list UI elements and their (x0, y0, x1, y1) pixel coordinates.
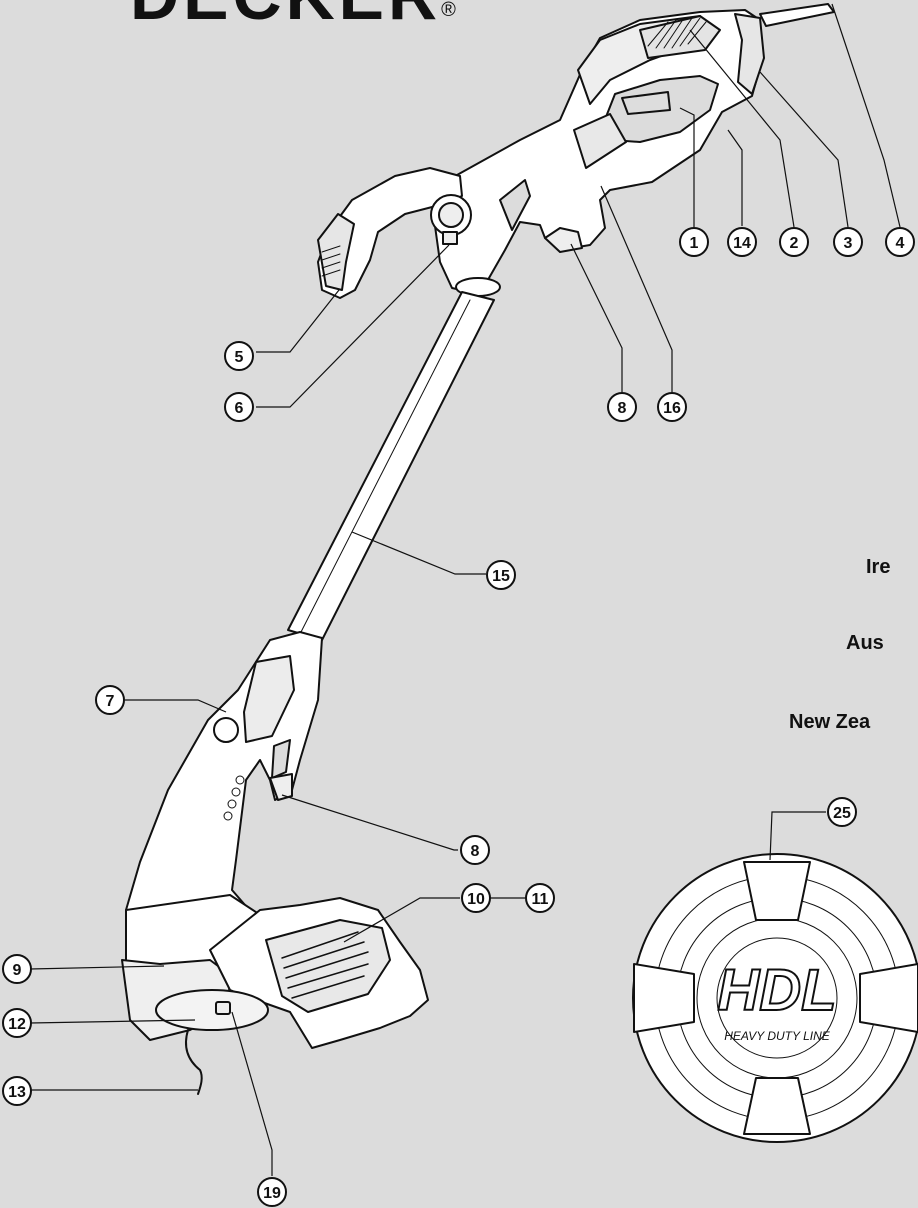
callout-4-label: 4 (896, 235, 905, 252)
brand-logo: DECKER® (130, 0, 456, 30)
spool-tab-top (743, 861, 811, 921)
callout-1-label: 1 (690, 235, 699, 252)
auxiliary-handle (317, 167, 463, 299)
callout-8-bottom-label: 8 (471, 843, 480, 860)
callout-19-label: 19 (263, 1185, 281, 1202)
callout-2 (779, 227, 809, 257)
spool-tab-right (859, 963, 918, 1033)
callout-3-label: 3 (844, 235, 853, 252)
callout-19 (257, 1177, 287, 1207)
country-new-zealand: New Zea (789, 711, 871, 733)
callout-7-label: 7 (106, 693, 115, 710)
handle-vent (573, 113, 627, 169)
country-ireland: Ire (866, 556, 891, 578)
callout-25 (827, 797, 857, 827)
handle-end-cap (734, 13, 765, 95)
cord-retainer-hook (544, 227, 583, 253)
callout-15-label: 15 (492, 568, 510, 585)
callout-5 (224, 341, 254, 371)
callout-4 (885, 227, 915, 257)
hdl-spool-illustration (632, 853, 918, 1143)
callout-10-label: 10 (467, 891, 485, 908)
callout-15 (486, 560, 516, 590)
power-cord (759, 3, 835, 27)
spool-tab-bottom (743, 1077, 811, 1135)
callout-16 (657, 392, 687, 422)
callout-1 (679, 227, 709, 257)
spool-logo: HDL (717, 958, 836, 1023)
callout-9 (2, 954, 32, 984)
callout-12 (2, 1008, 32, 1038)
callout-16-label: 16 (663, 400, 681, 417)
trigger-switch (621, 91, 671, 115)
callout-8-top (607, 392, 637, 422)
brand-name: DECKER (130, 0, 441, 34)
lower-hook (269, 773, 293, 801)
callout-5-label: 5 (235, 349, 244, 366)
lower-handle-slot (271, 739, 291, 779)
callout-13 (2, 1076, 32, 1106)
country-australia: Aus (846, 632, 884, 654)
callout-14-label: 14 (733, 235, 751, 252)
spool-tab-left (633, 963, 695, 1033)
spool-subtitle: HEAVY DUTY LINE (724, 1029, 831, 1043)
callout-6 (224, 392, 254, 422)
handle-inner-slot (499, 179, 531, 231)
auxiliary-handle-grip (317, 213, 355, 291)
lower-handle-window (243, 655, 295, 743)
callout-6-label: 6 (235, 400, 244, 417)
callout-8-bottom (460, 835, 490, 865)
callout-8-top-label: 8 (618, 400, 627, 417)
callout-7 (95, 685, 125, 715)
side-button (213, 717, 239, 743)
callout-3 (833, 227, 863, 257)
callout-14 (727, 227, 757, 257)
callout-11-label: 11 (532, 891, 549, 908)
cutting-line (184, 1029, 203, 1095)
registered-mark: ® (441, 0, 456, 21)
callout-9-label: 9 (13, 962, 22, 979)
callout-12-label: 12 (8, 1016, 26, 1033)
callout-13-label: 13 (8, 1084, 26, 1101)
callout-2-label: 2 (790, 235, 799, 252)
callout-25-label: 25 (833, 805, 851, 822)
rear-grip-ridges (639, 15, 721, 59)
